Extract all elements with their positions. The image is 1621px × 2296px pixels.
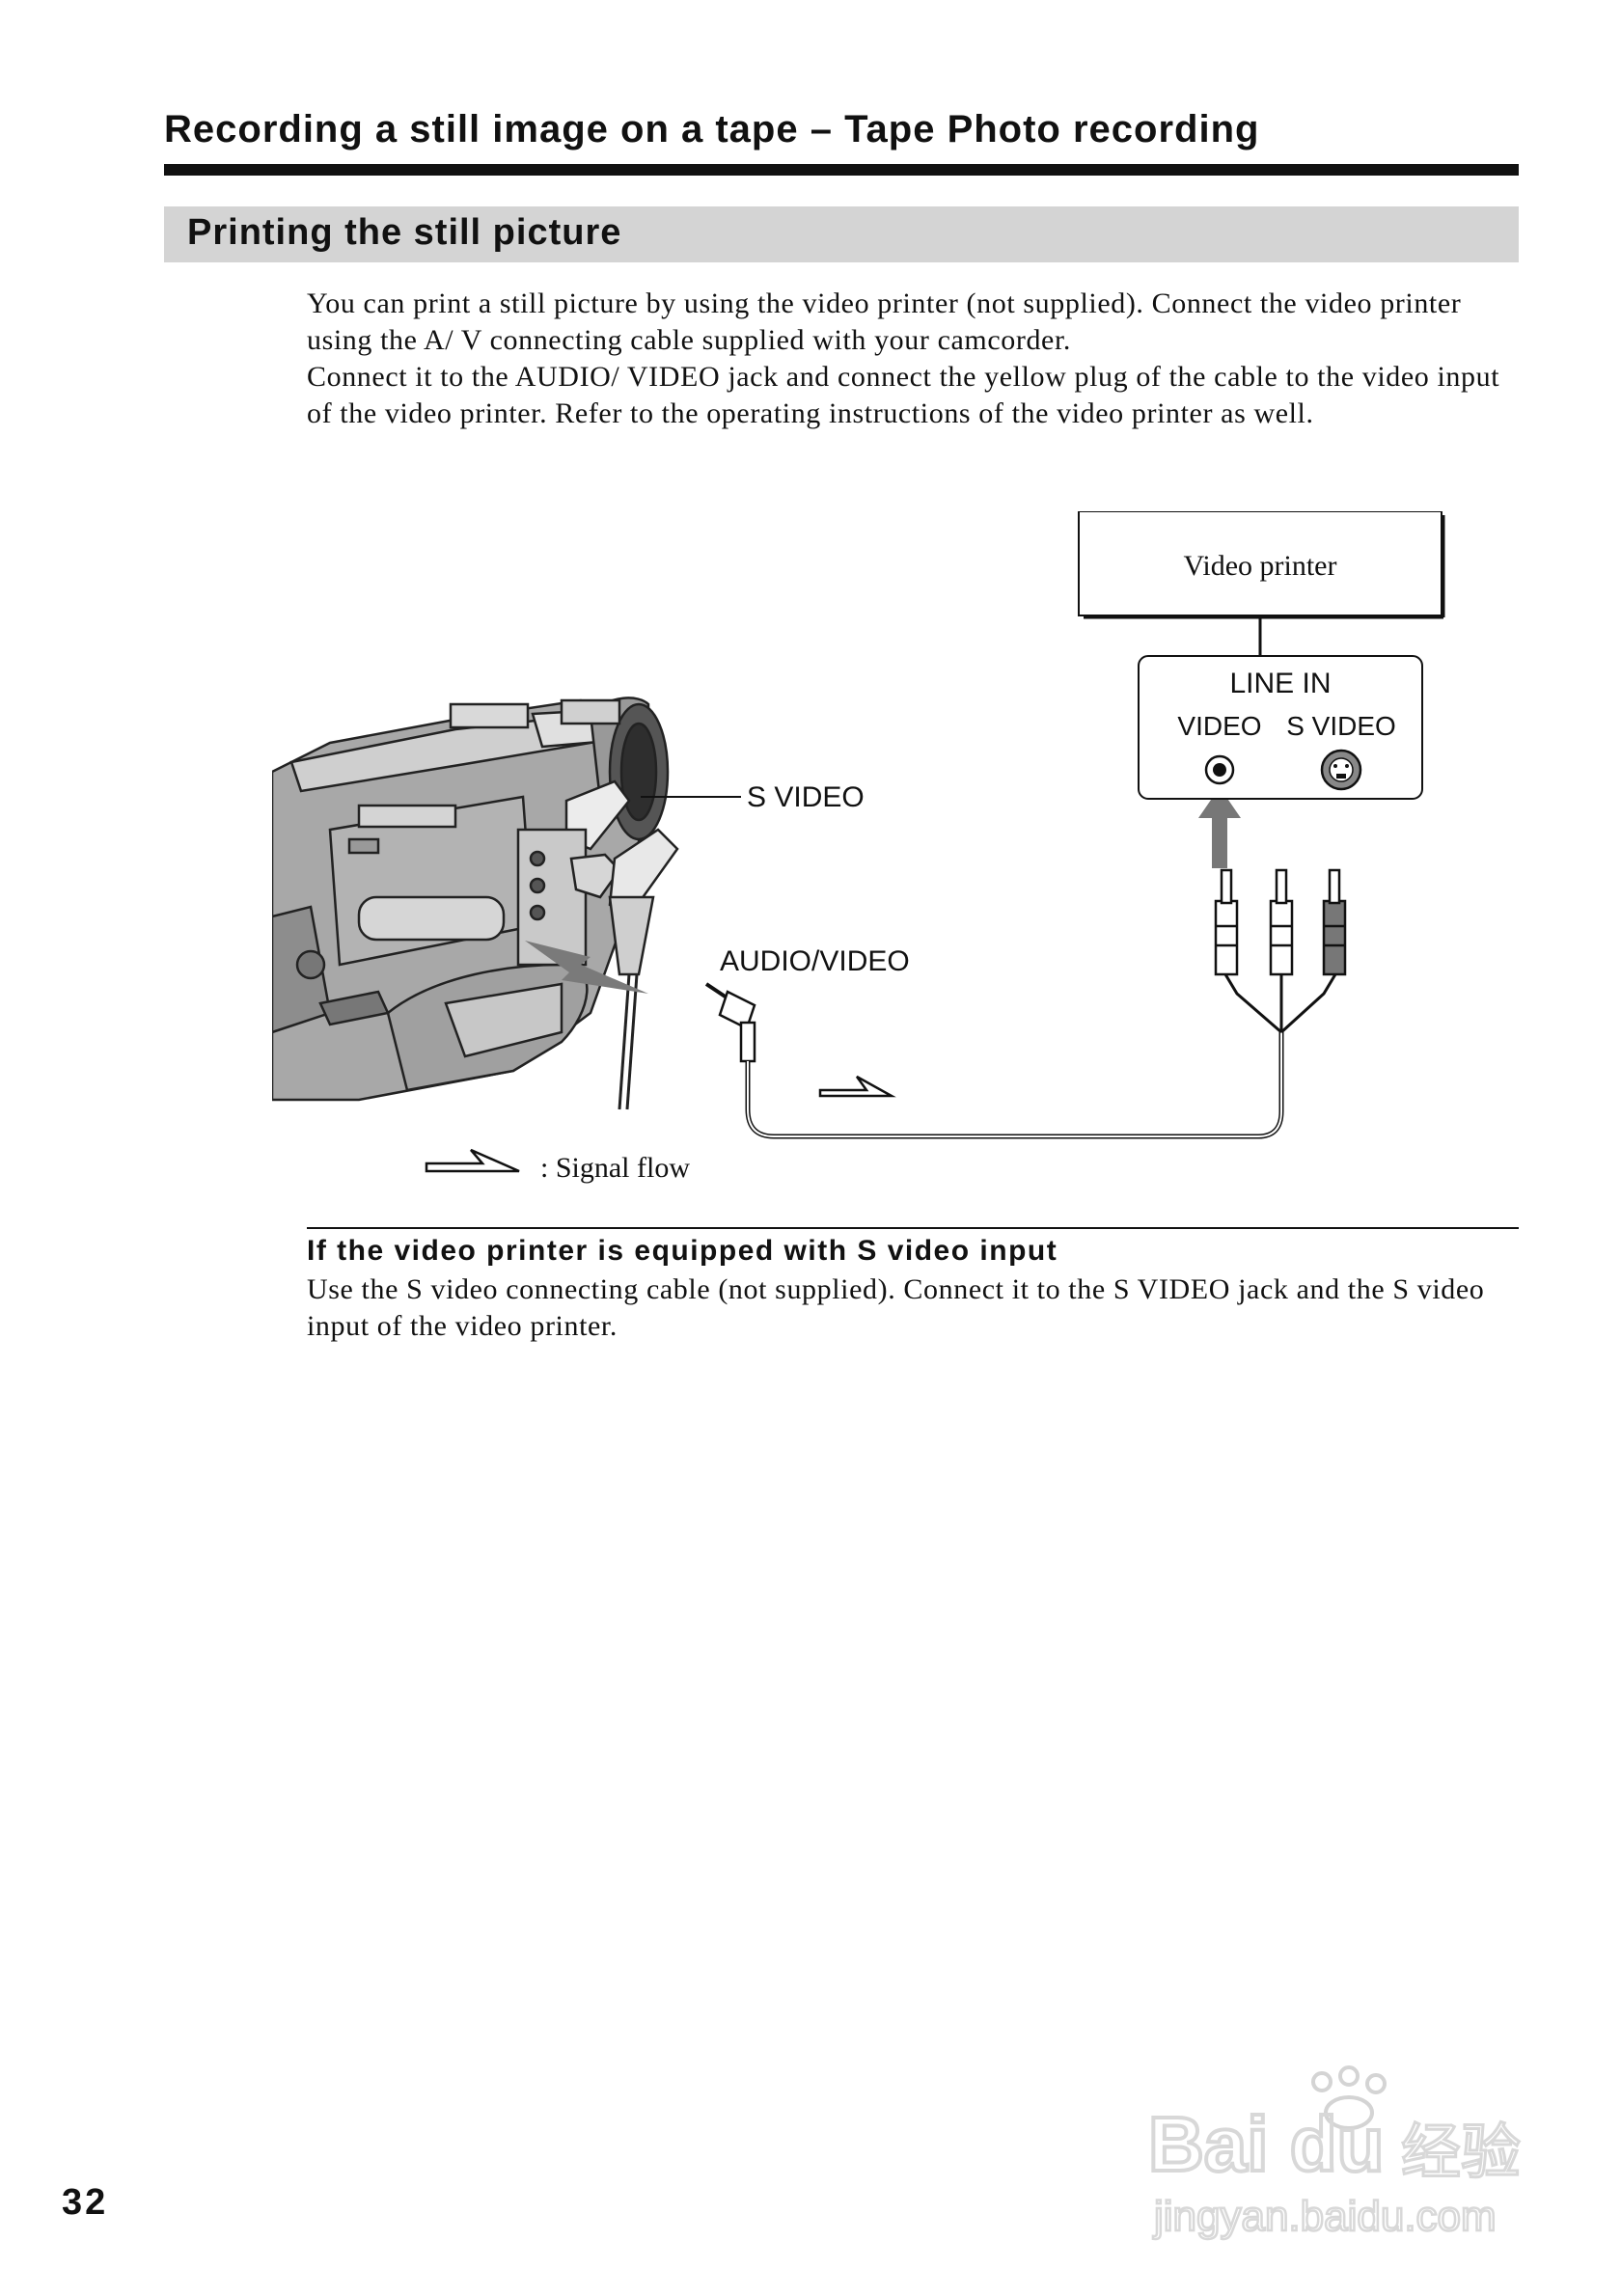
av-cable-outer [745, 1032, 1284, 1139]
watermark-brand: Bai du [1148, 2101, 1384, 2187]
subsection-rule [307, 1227, 1519, 1229]
section-heading-bar: Printing the still picture [164, 206, 1519, 262]
camcorder-illustration [272, 697, 679, 1110]
video-printer-box [1078, 511, 1442, 616]
line-in-label: LINE IN [1229, 668, 1331, 699]
intro-text: You can print a still picture by using t… [307, 286, 1523, 432]
intro-paragraph: You can print a still picture by using t… [307, 287, 1462, 356]
s-video-jack-icon [1320, 749, 1362, 791]
page-number: 32 [62, 2182, 109, 2223]
subsection-text: Use the S video connecting cable (not su… [307, 1273, 1485, 1342]
watermark-brand-cn: 经验 [1401, 2119, 1521, 2186]
page-title: Recording a still image on a tape – Tape… [164, 108, 1260, 150]
baidu-watermark: Bai du 经验 jingyan.baidu.com [1148, 2065, 1523, 2241]
audio-video-callout: AUDIO/VIDEO [720, 945, 910, 977]
av-cable-inner [747, 1032, 1282, 1137]
video-jack-label: VIDEO [1177, 711, 1261, 741]
title-rule [164, 164, 1519, 176]
signal-flow-legend-icon [425, 1148, 520, 1173]
jack-pointer-arrow [525, 941, 648, 994]
signal-flow-arrow-icon [818, 1075, 896, 1098]
rca-plug-icon [1269, 868, 1294, 976]
rca-plug-icon [1214, 868, 1239, 976]
rca-plug-icon [1322, 868, 1347, 976]
subsection-heading: If the video printer is equipped with S … [307, 1235, 1058, 1267]
mini-plug-icon [704, 982, 756, 1063]
s-video-callout: S VIDEO [747, 781, 865, 813]
connection-diagram: S VIDEO AUDIO/VIDEO Video p [272, 511, 1445, 1184]
up-arrow-icon [1198, 787, 1241, 868]
video-jack-icon [1204, 754, 1235, 785]
signal-flow-legend: : Signal flow [540, 1152, 690, 1184]
paw-logo-icon [1311, 2065, 1387, 2130]
rca-cable-splitter [1223, 973, 1337, 1034]
video-printer-label: Video printer [1184, 550, 1337, 582]
section-heading: Printing the still picture [187, 212, 622, 253]
intro-paragraph: Connect it to the AUDIO/ VIDEO jack and … [307, 361, 1500, 429]
s-video-jack-label: S VIDEO [1286, 711, 1396, 741]
watermark-url: jingyan.baidu.com [1152, 2193, 1497, 2240]
